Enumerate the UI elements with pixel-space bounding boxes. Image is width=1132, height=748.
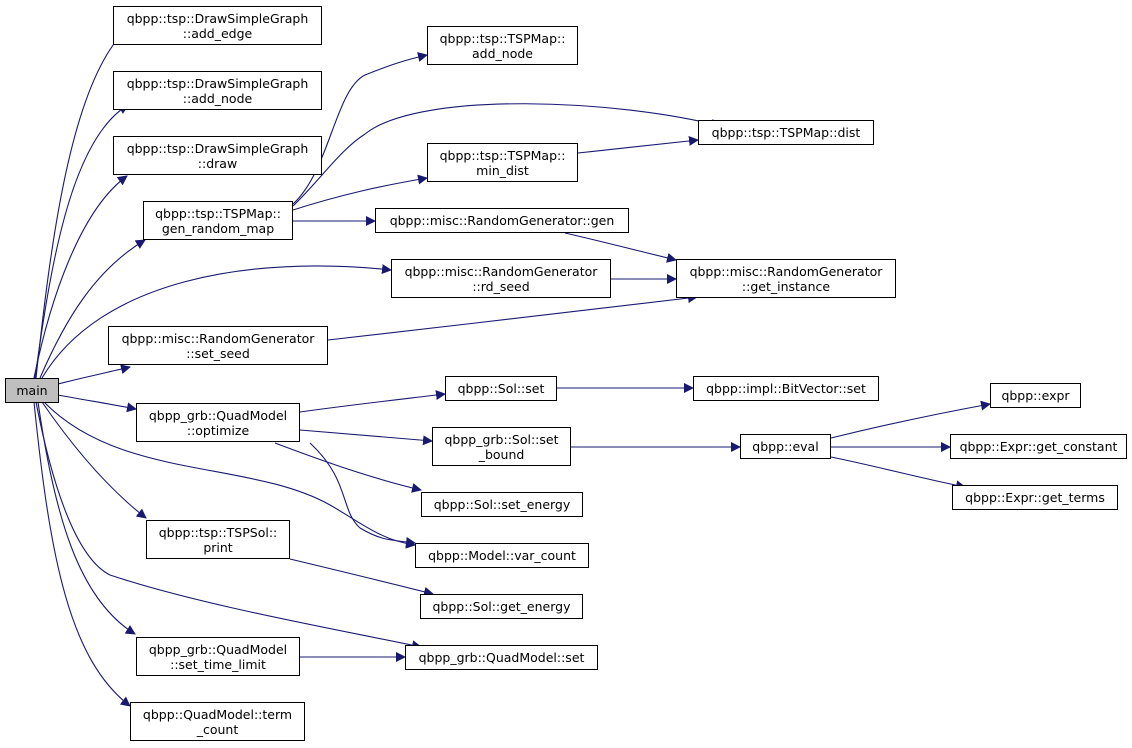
node-label-line2: print: [203, 539, 233, 555]
edge-main-to-dsg-add-node: [34, 104, 129, 379]
node-label-line1: qbpp_grb::Sol::set: [444, 431, 559, 447]
node-label-line1: qbpp_grb::QuadModel::set: [418, 650, 585, 665]
edge-main-to-quad-optimize: [57, 394, 137, 413]
edge-main-to-rg-rd-seed: [41, 264, 392, 379]
node-randomgenerator-set-seed[interactable]: qbpp::misc::RandomGenerator ::set_seed: [108, 326, 328, 365]
node-sol-set[interactable]: qbpp::Sol::set: [445, 376, 557, 401]
node-label-line1: qbpp::eval: [752, 439, 819, 454]
node-randomgenerator-get-instance[interactable]: qbpp::misc::RandomGenerator ::get_instan…: [676, 259, 896, 298]
node-expr[interactable]: qbpp::expr: [990, 383, 1081, 408]
edge-quad-optimize-to-sol-set-energy: [274, 442, 422, 493]
node-label-line1: qbpp::misc::RandomGenerator: [121, 330, 315, 346]
node-tspmap-gen-random-map[interactable]: qbpp::tsp::TSPMap:: gen_random_map: [143, 201, 293, 240]
node-drawsimplegraph-add-node[interactable]: qbpp::tsp::DrawSimpleGraph ::add_node: [113, 71, 322, 110]
node-label-line1: qbpp::QuadModel::term: [142, 706, 293, 722]
node-label-line1: qbpp::tsp::DrawSimpleGraph: [126, 10, 309, 26]
node-tspmap-min-dist[interactable]: qbpp::tsp::TSPMap:: min_dist: [427, 143, 578, 182]
edge-main-to-term-count: [33, 401, 131, 707]
node-label-line1: qbpp::tsp::TSPMap::: [439, 147, 566, 163]
node-bitvector-set[interactable]: qbpp::impl::BitVector::set: [693, 376, 879, 401]
node-model-var-count[interactable]: qbpp::Model::var_count: [415, 543, 589, 568]
node-label-line2: _bound: [478, 446, 525, 462]
edge-main-to-dsg-draw: [33, 175, 128, 379]
edge-eval-to-expr-get-terms: [830, 456, 966, 491]
node-label-line1: qbpp::Model::var_count: [428, 548, 576, 563]
node-label-line2: add_node: [472, 45, 533, 61]
edge-rg-set-seed-to-rg-get-instance: [327, 293, 698, 341]
node-quadmodel-optimize[interactable]: qbpp_grb::QuadModel ::optimize: [136, 403, 300, 442]
node-label-line2: ::add_node: [182, 90, 253, 106]
node-drawsimplegraph-draw[interactable]: qbpp::tsp::DrawSimpleGraph ::draw: [113, 136, 322, 175]
node-sol-get-energy[interactable]: qbpp::Sol::get_energy: [420, 594, 583, 619]
node-label-line2: ::rd_seed: [472, 278, 530, 294]
node-tspmap-dist[interactable]: qbpp::tsp::TSPMap::dist: [698, 120, 874, 145]
edge-main-to-gen-random-map: [39, 239, 146, 379]
node-label-line1: qbpp_grb::QuadModel: [148, 641, 288, 657]
main-node-label: main: [16, 383, 48, 398]
edge-tspmap-min-dist-to-tspmap-dist: [577, 135, 699, 154]
edge-main-to-model-var-count: [43, 401, 416, 549]
node-label-line2: ::set_time_limit: [170, 656, 266, 672]
node-label-line2: ::get_instance: [741, 278, 831, 294]
node-label-line1: qbpp::Sol::set_energy: [433, 497, 571, 512]
node-label-line2: ::set_seed: [186, 345, 250, 361]
edge-gen-random-map-to-tspmap-dist: [292, 103, 721, 207]
node-label-line1: qbpp::tsp::DrawSimpleGraph: [126, 75, 309, 91]
node-grb-sol-set-bound[interactable]: qbpp_grb::Sol::set _bound: [432, 427, 571, 466]
node-eval[interactable]: qbpp::eval: [740, 434, 831, 459]
node-label-line1: qbpp::Sol::set: [457, 381, 545, 396]
node-label-line1: qbpp::tsp::TSPMap::: [439, 30, 566, 46]
edge-tspsol-print-to-sol-get-energy: [289, 558, 434, 597]
node-label-line1: qbpp::Expr::get_terms: [965, 490, 1105, 505]
node-label-line1: qbpp::tsp::TSPMap::dist: [711, 125, 861, 140]
node-drawsimplegraph-add-edge[interactable]: qbpp::tsp::DrawSimpleGraph ::add_edge: [113, 6, 322, 45]
node-label-line1: qbpp::Expr::get_constant: [959, 439, 1118, 454]
node-label-line1: qbpp::Sol::get_energy: [432, 599, 571, 614]
node-quadmodel-set[interactable]: qbpp_grb::QuadModel::set: [405, 645, 598, 670]
edge-main-to-quad-set-time-limit: [37, 401, 136, 635]
node-label-line1: qbpp::misc::RandomGenerator: [404, 263, 598, 279]
node-expr-get-terms[interactable]: qbpp::Expr::get_terms: [952, 485, 1118, 510]
node-label-line1: qbpp::misc::RandomGenerator: [689, 263, 883, 279]
node-quadmodel-term-count[interactable]: qbpp::QuadModel::term _count: [130, 702, 305, 741]
node-label-line1: qbpp::tsp::TSPMap::: [155, 205, 281, 221]
node-expr-get-constant[interactable]: qbpp::Expr::get_constant: [950, 434, 1127, 459]
node-randomgenerator-rd-seed[interactable]: qbpp::misc::RandomGenerator ::rd_seed: [391, 259, 611, 298]
node-label-line2: ::add_edge: [182, 25, 253, 41]
edge-gen-random-map-to-tspmap-min-dist: [292, 174, 428, 211]
node-label-line2: ::optimize: [186, 422, 250, 438]
node-tspsol-print[interactable]: qbpp::tsp::TSPSol:: print: [146, 520, 290, 559]
main-node: main: [5, 378, 59, 403]
edge-main-to-dsg-add-edge: [35, 27, 129, 379]
node-label-line1: qbpp_grb::QuadModel: [148, 407, 288, 423]
node-label-line1: qbpp::tsp::TSPSol::: [158, 524, 278, 540]
node-label-line2: ::draw: [197, 155, 238, 171]
node-sol-set-energy[interactable]: qbpp::Sol::set_energy: [421, 492, 583, 517]
edge-main-to-quad-set: [35, 401, 422, 651]
node-label-line2: min_dist: [476, 162, 529, 178]
edge-main-to-tspsol-print: [41, 401, 147, 519]
node-label-line2: gen_random_map: [161, 220, 275, 236]
edge-quad-optimize-to-model-var-count: [309, 442, 416, 547]
node-label-line1: qbpp::tsp::DrawSimpleGraph: [126, 140, 309, 156]
edge-quad-optimize-to-sol-set: [299, 390, 446, 413]
node-label-line1: qbpp::misc::RandomGenerator::gen: [389, 213, 615, 228]
node-tspmap-add-node[interactable]: qbpp::tsp::TSPMap:: add_node: [427, 26, 578, 65]
node-randomgenerator-gen[interactable]: qbpp::misc::RandomGenerator::gen: [375, 208, 629, 233]
edge-main-to-rg-set-seed: [57, 364, 131, 385]
edge-eval-to-expr: [830, 400, 991, 439]
node-label-line1: qbpp::impl::BitVector::set: [706, 381, 866, 396]
edge-rg-gen-to-rg-get-instance: [564, 232, 677, 263]
edge-quad-optimize-to-grb-sol-set-bound: [299, 429, 433, 446]
node-quadmodel-set-time-limit[interactable]: qbpp_grb::QuadModel ::set_time_limit: [136, 637, 300, 676]
node-label-line1: qbpp::expr: [1001, 388, 1070, 403]
node-label-line2: _count: [196, 721, 239, 737]
